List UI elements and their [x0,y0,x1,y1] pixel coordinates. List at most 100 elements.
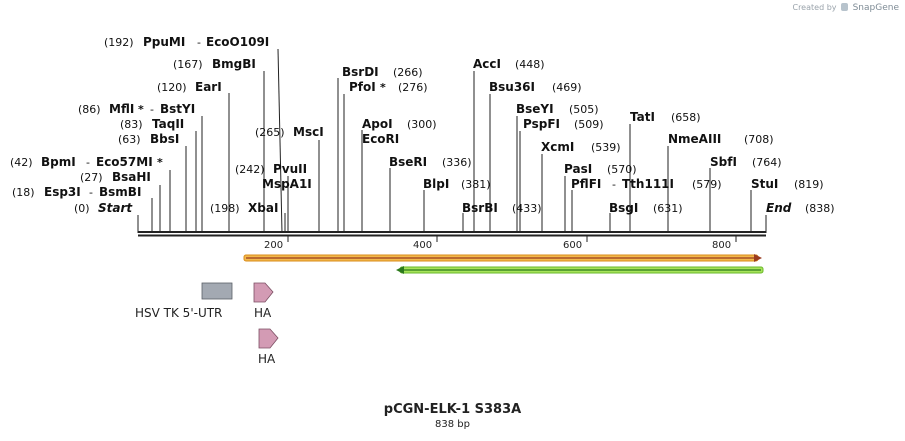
site-name-bsu36i[interactable]: Bsu36I [489,80,535,94]
site-name-pspfi[interactable]: PspFI [523,117,560,131]
site-sep-mfli: - [150,103,154,116]
site-pos-eari: (120) [157,81,187,94]
site-pos-pvuii: (242) [235,163,265,176]
site-name-bsrbi[interactable]: BsrBI [462,201,498,215]
site-name-stui[interactable]: StuI [751,177,778,191]
site-pos-blpi: (381) [461,178,491,191]
site-pos-apoi: (300) [407,118,437,131]
site-name-bseyi[interactable]: BseYI [516,102,554,116]
site-pos-pasi: (570) [607,163,637,176]
site-pair-esp3i[interactable]: BsmBI [99,185,141,199]
sequence-map: 200 400 600 800 HSV TK 5'-UTR HA HA (192… [10,35,835,366]
site-name-bseri[interactable]: BseRI [389,155,427,169]
site-sep-bpmi: - [86,156,90,169]
site-name-ecori[interactable]: EcoRI [362,132,399,146]
site-pos-tati: (658) [671,111,701,124]
site-name-start[interactable]: Start [98,201,133,215]
site-name-mfli[interactable]: MflI [109,102,134,116]
site-name-tati[interactable]: TatI [630,110,655,124]
site-sep-pflfi: - [612,178,616,191]
tick-label-200: 200 [264,240,283,251]
credit-prefix: Created by [792,3,837,12]
site-name-pasi[interactable]: PasI [564,162,592,176]
feature-hsv-tk-box[interactable] [201,282,233,300]
site-pos-msci: (265) [255,126,285,139]
site-pos-ppumi: (192) [104,36,134,49]
tick-label-400: 400 [413,240,432,251]
site-pos-bpmi: (42) [10,156,33,169]
site-pos-pspfi: (509) [574,118,604,131]
site-pos-bsgi: (631) [653,202,683,215]
site-name-end[interactable]: End [766,201,792,215]
site-pos-bsahi: (27) [80,171,103,184]
site-line-ppumi [277,48,283,234]
feature-reverse-green[interactable] [396,266,764,274]
feature-ha-arrow-icon-2[interactable] [258,328,279,349]
site-sep-ppumi: - [197,36,201,49]
site-name-eari[interactable]: EarI [195,80,222,94]
feature-forward-orange[interactable] [243,254,762,262]
snapgene-logo-icon [841,3,849,11]
site-sep-esp3i: - [89,186,93,199]
backbone-top [138,231,766,233]
site-pos-bsrdi: (266) [393,66,423,79]
site-pos-esp3i: (18) [12,186,35,199]
site-name-mspa1i[interactable]: MspA1I [262,177,312,191]
site-pos-bsrbi: (433) [512,202,542,215]
site-pos-start: (0) [74,202,90,215]
site-pos-taqii: (83) [120,118,143,131]
site-pos-pflfi: (579) [692,178,722,191]
site-name-bsahi[interactable]: BsaHI [112,170,151,184]
site-pos-stui: (819) [794,178,824,191]
site-pos-pfoi: (276) [398,81,428,94]
construct-length: 838 bp [435,419,470,430]
site-name-xbai[interactable]: XbaI [248,201,278,215]
site-name-bpmi[interactable]: BpmI [41,155,76,169]
site-name-msci[interactable]: MscI [293,125,324,139]
site-pos-acci: (448) [515,58,545,71]
site-name-bbsi[interactable]: BbsI [150,132,179,146]
site-name-nmeaiii[interactable]: NmeAIII [668,132,721,146]
site-pos-xbai: (198) [210,202,240,215]
site-pos-mfli: (86) [78,103,101,116]
site-name-taqii[interactable]: TaqII [152,117,184,131]
ruler-ticks [287,236,737,242]
site-name-acci[interactable]: AccI [473,57,501,71]
feature-forward-arrowhead-icon [754,254,762,262]
site-pair-ppumi[interactable]: EcoO109I [206,35,269,49]
site-name-bsrdi[interactable]: BsrDI [342,65,379,79]
tick-label-600: 600 [563,240,582,251]
site-name-pfoi[interactable]: PfoI [349,80,376,94]
site-pair-mfli[interactable]: BstYI [160,102,195,116]
site-name-apoi[interactable]: ApoI [362,117,393,131]
site-pos-bseyi: (505) [569,103,599,116]
site-pos-bbsi: (63) [118,133,141,146]
site-pair-pflfi[interactable]: Tth111I [622,177,674,191]
backbone-bottom [138,234,766,237]
site-name-bmgbi[interactable]: BmgBI [212,57,256,71]
site-name-esp3i[interactable]: Esp3I [44,185,81,199]
site-pos-sbfi: (764) [752,156,782,169]
site-lines [137,48,767,234]
site-mark-pfoi: * [380,81,386,94]
feature-ha-arrow-icon[interactable] [253,282,274,303]
site-mark-mfli: * [138,103,144,116]
snapgene-credit: Created by SnapGene [792,3,899,13]
site-name-pvuii[interactable]: PvuII [273,162,307,176]
site-pos-bmgbi: (167) [173,58,203,71]
site-name-pflfi[interactable]: PflFI [571,177,601,191]
credit-brand: SnapGene [852,3,899,13]
site-mark-bpmi: * [157,156,163,169]
feature-reverse-arrowhead-icon [396,266,404,274]
feature-label-ha: HA [254,306,272,320]
site-pos-end: (838) [805,202,835,215]
feature-label-ha-2: HA [258,352,276,366]
site-pos-xcmi: (539) [591,141,621,154]
tick-label-800: 800 [712,240,731,251]
site-name-xcmi[interactable]: XcmI [541,140,574,154]
site-name-ppumi[interactable]: PpuMI [143,35,185,49]
site-name-sbfi[interactable]: SbfI [710,155,737,169]
site-name-bsgi[interactable]: BsgI [609,201,638,215]
site-pair-bpmi[interactable]: Eco57MI [96,155,153,169]
site-name-blpi[interactable]: BlpI [423,177,449,191]
